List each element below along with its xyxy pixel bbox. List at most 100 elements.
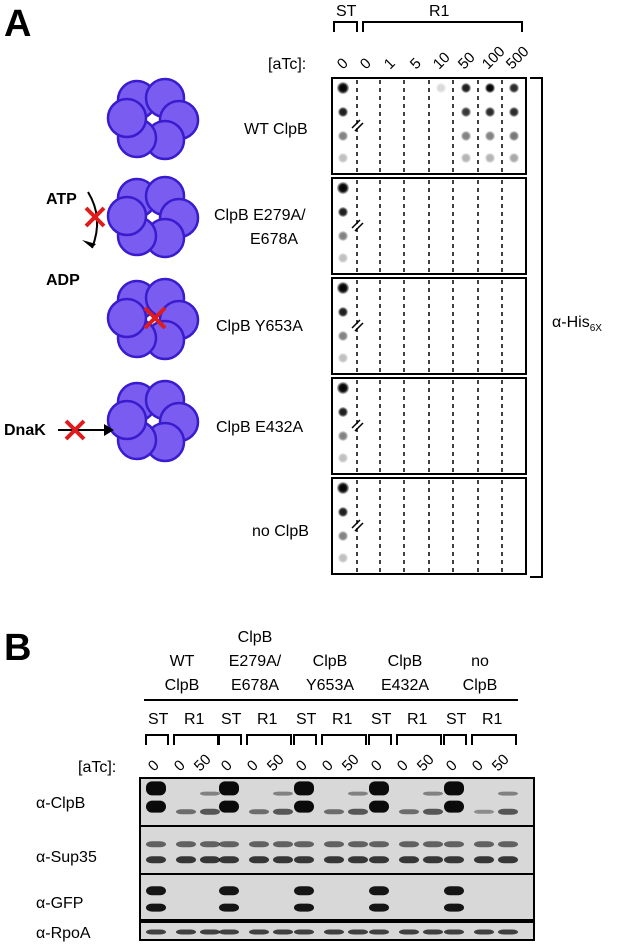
blot-band <box>294 781 314 796</box>
r1-label-0: R1 <box>184 711 205 728</box>
hexamer-subunit <box>106 97 148 139</box>
blot-band <box>200 856 220 864</box>
concentration-5: 50 <box>455 49 479 73</box>
st-spot <box>337 482 349 494</box>
break-mark <box>351 119 364 132</box>
blot-band <box>219 781 239 796</box>
st-spot <box>337 82 349 94</box>
blot-band <box>324 809 344 815</box>
atpase-icon: ATP ADP <box>46 191 106 289</box>
group-label-3-0: ClpB <box>388 653 423 670</box>
dot-blot-frame <box>331 177 527 275</box>
break-mark <box>351 519 364 532</box>
dnak-cross-icon <box>64 419 86 441</box>
conc-b-2-2: 50 <box>339 751 363 775</box>
blot-band <box>294 856 314 864</box>
blot-band <box>369 800 389 813</box>
conc-b-4-2: 50 <box>489 751 513 775</box>
st-spot <box>338 331 348 341</box>
conc-b-4-0: 0 <box>443 757 461 775</box>
blot-band <box>498 808 518 815</box>
blot-band <box>369 929 389 935</box>
adp-label: ADP <box>46 272 80 289</box>
dot-blot-frame <box>331 377 527 475</box>
blot-band <box>219 800 239 813</box>
st-spot <box>338 407 348 417</box>
blot-frame <box>139 873 535 921</box>
break-mark <box>351 219 364 232</box>
blot-band <box>249 841 269 848</box>
blot-band <box>444 929 464 935</box>
r1-spot <box>509 83 519 93</box>
atc-label-a: [aTc]: <box>268 56 306 73</box>
r1-bracket-b <box>396 734 442 745</box>
r1-spot <box>485 83 495 93</box>
st-bracket-b <box>145 734 169 745</box>
st-bracket-b <box>368 734 392 745</box>
dnak-label: DnaK <box>4 422 46 439</box>
strain-label-1-1: E678A <box>250 231 298 248</box>
dot-blot-panel-4 <box>331 477 527 575</box>
hexamer-subunit <box>106 399 148 441</box>
blot-band <box>399 841 419 848</box>
blot-band <box>369 886 389 896</box>
atp-arrowhead <box>82 240 96 248</box>
blot-band <box>369 856 389 864</box>
blot-band <box>219 856 239 864</box>
blot-band <box>146 856 166 864</box>
st-spot <box>338 253 348 263</box>
group-label-1-2: E678A <box>231 677 279 694</box>
blot-band <box>324 841 344 848</box>
st-spot <box>338 231 348 241</box>
blot-band <box>200 929 220 935</box>
blot-band <box>423 791 443 796</box>
concentration-7: 500 <box>503 43 533 73</box>
dot-blot-frame <box>331 277 527 375</box>
blot-band <box>498 929 518 935</box>
st-bracket-b <box>443 734 467 745</box>
blot-label-3: α-RpoA <box>36 925 91 942</box>
blot-3: α-RpoA <box>36 921 535 942</box>
strain-label-3-0: ClpB E432A <box>216 419 303 436</box>
dot-blot-panel-2 <box>331 277 527 375</box>
blot-band <box>219 929 239 935</box>
r1-spot <box>461 107 471 117</box>
r1-spot <box>509 107 519 117</box>
blot-band <box>294 886 314 896</box>
blot-band <box>399 929 419 935</box>
dot-blot-panel-3 <box>331 377 527 475</box>
atc-label-b: [aTc]: <box>78 759 116 776</box>
blot-2: α-GFP <box>36 873 535 921</box>
blot-band <box>294 929 314 935</box>
blot-band <box>146 800 166 813</box>
conc-b-4-1: 0 <box>469 757 487 775</box>
group-label-2-0: ClpB <box>313 653 348 670</box>
hexamer-subunit <box>106 195 148 237</box>
group-label-0-0: WT <box>170 653 195 670</box>
blot-frame <box>139 777 535 829</box>
blot-band <box>324 929 344 935</box>
blot-band <box>444 903 464 912</box>
pore-cross-icon <box>143 306 167 330</box>
dnak-icon: DnaK <box>4 419 114 441</box>
blot-band <box>324 856 344 864</box>
group-label-2-1: Y653A <box>306 677 354 694</box>
concentration-6: 100 <box>479 43 509 73</box>
r1-spot <box>436 83 446 93</box>
conc-b-2-0: 0 <box>293 757 311 775</box>
r1-bracket <box>362 21 523 32</box>
strain-label-0-0: WT ClpB <box>244 121 308 138</box>
r1-label-2: R1 <box>332 711 353 728</box>
blot-band <box>249 929 269 935</box>
panel-b-letter: B <box>4 627 31 669</box>
conc-b-0-2: 50 <box>191 751 215 775</box>
r1-spot <box>461 153 471 163</box>
st-spot <box>338 207 348 217</box>
conc-b-1-0: 0 <box>218 757 236 775</box>
blot-band <box>444 800 464 813</box>
blot-band <box>176 809 196 815</box>
dot-blot-panel-0 <box>331 77 527 175</box>
blot-0: α-ClpB <box>36 777 535 829</box>
